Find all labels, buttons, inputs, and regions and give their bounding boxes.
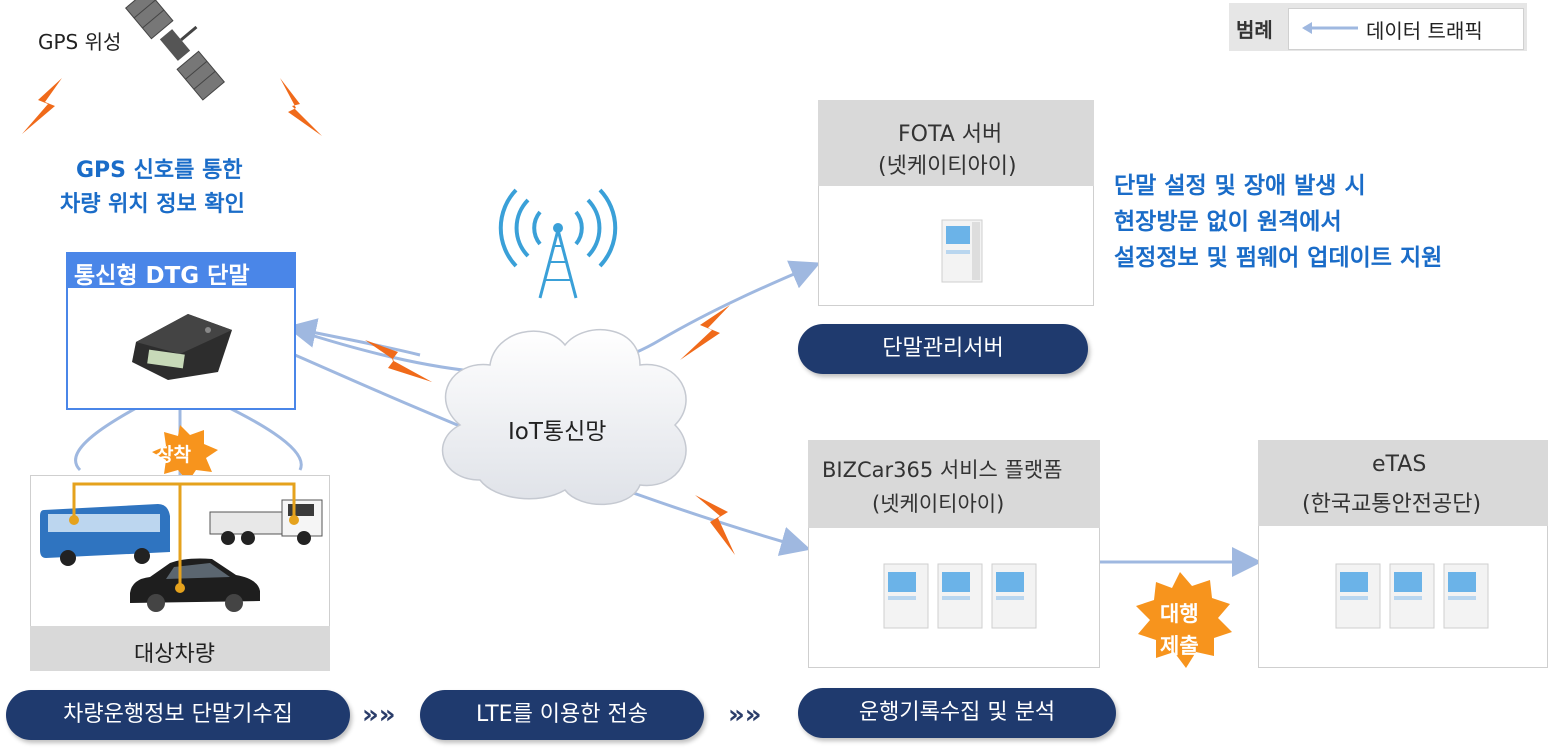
bizcar-title-line1: BIZCar365 서비스 플랫폼 [822,458,1063,482]
submit-badge-line2: 제출 [1160,634,1199,658]
signal-bolt-icon [695,495,735,555]
legend-title: 범례 [1236,18,1273,42]
vehicle-wiring [69,482,299,593]
etas-title-line1: eTAS [1372,452,1427,477]
cloud-icon [441,328,687,506]
network-label: IoT통신망 [508,419,607,445]
signal-bolt-icon [280,78,322,136]
terminal-header [66,252,296,288]
gps-label: GPS 위성 [38,30,122,54]
attach-badge-label: 장착 [156,444,191,466]
signal-bolt-icon [680,305,730,360]
antenna-tower-icon [498,188,618,299]
step2-pill: LTE를 이용한 전송 [420,690,704,740]
server-rack-icon [1334,562,1494,632]
fota-title-line1: FOTA 서버 [898,122,1003,147]
fota-header [818,100,1094,186]
dtg-device-icon [128,302,238,382]
gps-caption-line2: 차량 위치 정보 확인 [60,192,245,217]
step-arrow-icon: »» [362,700,396,730]
truck-icon [208,494,328,552]
vehicles-footer [30,626,330,671]
satellite-icon [125,0,225,101]
legend-item-label: 데이터 트래픽 [1366,19,1483,43]
bizcar-pill: 운행기록수집 및 분석 [798,688,1116,738]
submit-starburst [1136,572,1232,668]
fota-pill: 단말관리서버 [798,324,1088,374]
traffic-line-terminal [286,318,421,357]
step-arrow-icon: »» [728,700,762,730]
step1-pill: 차량운행정보 단말기수집 [6,690,350,740]
fota-title-line2: (넷케이티아이) [878,154,1017,179]
etas-header [1258,440,1548,526]
signal-bolt-icon [365,340,432,382]
bizcar-header [808,440,1100,528]
vehicles-label: 대상차량 [134,642,215,667]
attach-starburst [152,425,218,482]
signal-bolt-icon [22,78,62,134]
submit-badge-line1: 대행 [1160,602,1199,626]
server-rack-icon [882,562,1042,632]
car-icon [126,555,264,613]
server-icon [940,218,984,284]
fota-desc-line3: 설정정보 및 펌웨어 업데이트 지원 [1114,245,1443,271]
gps-caption-line1: GPS 신호를 통한 [76,158,243,183]
fota-desc-line1: 단말 설정 및 장애 발생 시 [1114,173,1366,199]
terminal-title: 통신형 DTG 단말 [74,263,250,289]
fota-desc-line2: 현장방문 없이 원격에서 [1114,209,1342,235]
bizcar-title-line2: (넷케이티아이) [872,492,1005,516]
legend-arrow-icon [1302,22,1358,34]
etas-title-line2: (한국교통안전공단) [1302,492,1482,517]
